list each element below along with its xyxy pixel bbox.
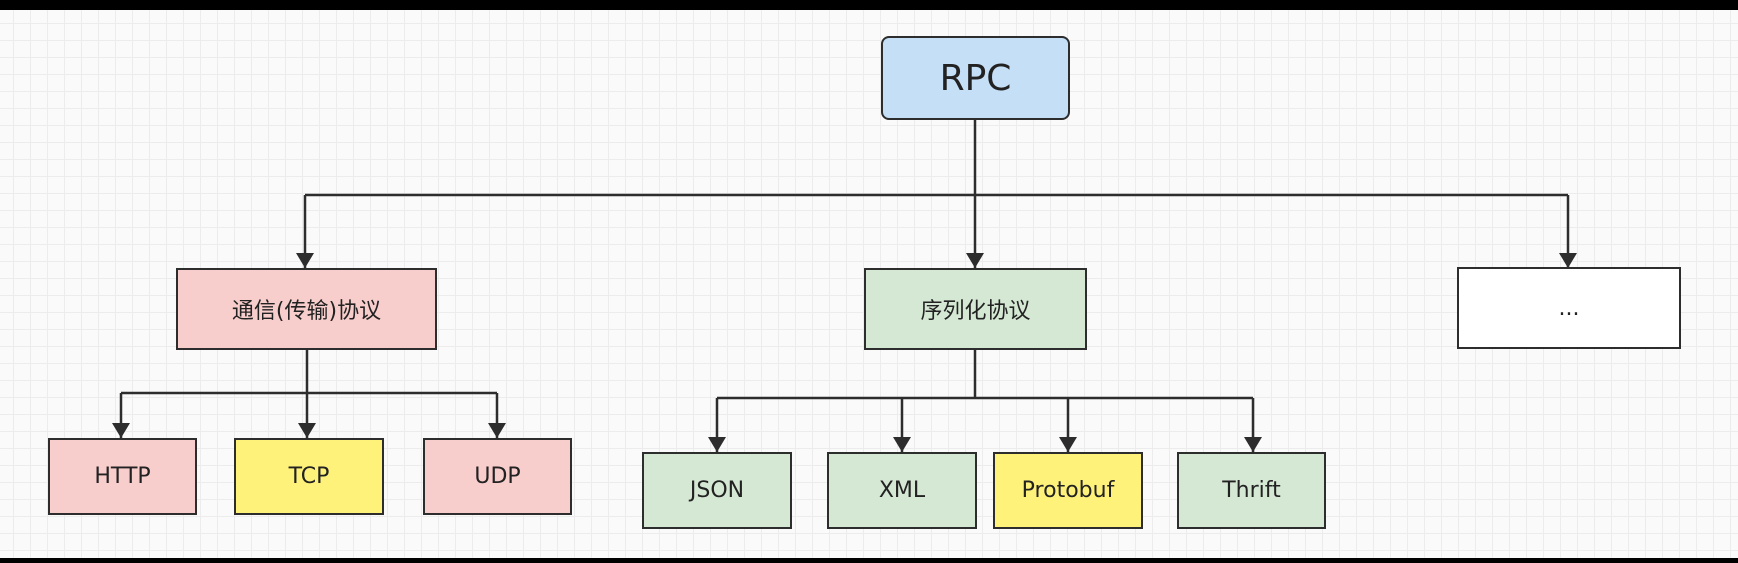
diagram-canvas: RPC 通信(传输)协议 序列化协议 ... HTTP TCP UDP JSON… bbox=[0, 10, 1738, 558]
arrowheads bbox=[112, 253, 1577, 452]
transport-protocol-label: 通信(传输)协议 bbox=[231, 299, 382, 324]
connector-lines bbox=[112, 120, 1577, 452]
xml-label: XML bbox=[878, 478, 926, 503]
arrowhead-udp bbox=[488, 423, 506, 438]
serialization-protocol-node: 序列化协议 bbox=[864, 268, 1087, 350]
serialization-protocol-label: 序列化协议 bbox=[920, 299, 1031, 324]
udp-label: UDP bbox=[474, 464, 521, 489]
protobuf-node: Protobuf bbox=[993, 452, 1143, 529]
arrowhead-http bbox=[112, 423, 130, 438]
tcp-node: TCP bbox=[234, 438, 384, 515]
http-label: HTTP bbox=[94, 464, 151, 489]
bottom-border bbox=[0, 558, 1738, 563]
arrowhead-transport bbox=[296, 253, 314, 268]
tcp-label: TCP bbox=[288, 464, 330, 489]
thrift-node: Thrift bbox=[1177, 452, 1326, 529]
arrowhead-protobuf bbox=[1059, 437, 1077, 452]
rpc-node-label: RPC bbox=[939, 57, 1012, 99]
other-protocol-node: ... bbox=[1457, 267, 1681, 349]
thrift-label: Thrift bbox=[1222, 478, 1281, 503]
edge-transport-to-protocols bbox=[119, 350, 499, 438]
transport-protocol-node: 通信(传输)协议 bbox=[176, 268, 437, 350]
arrowhead-thrift bbox=[1244, 437, 1262, 452]
arrowhead-serialization bbox=[966, 253, 984, 268]
http-node: HTTP bbox=[48, 438, 197, 515]
xml-node: XML bbox=[827, 452, 977, 529]
other-protocol-label: ... bbox=[1558, 295, 1580, 321]
arrowhead-json bbox=[708, 437, 726, 452]
arrowhead-xml bbox=[893, 437, 911, 452]
json-label: JSON bbox=[689, 478, 745, 503]
rpc-node: RPC bbox=[881, 36, 1070, 120]
json-node: JSON bbox=[642, 452, 792, 529]
arrowhead-tcp bbox=[298, 423, 316, 438]
arrowhead-other bbox=[1559, 253, 1577, 268]
edge-serialization-to-protocols bbox=[715, 350, 1255, 452]
protobuf-label: Protobuf bbox=[1021, 478, 1115, 503]
udp-node: UDP bbox=[423, 438, 572, 515]
edge-rpc-to-categories bbox=[303, 120, 1570, 268]
